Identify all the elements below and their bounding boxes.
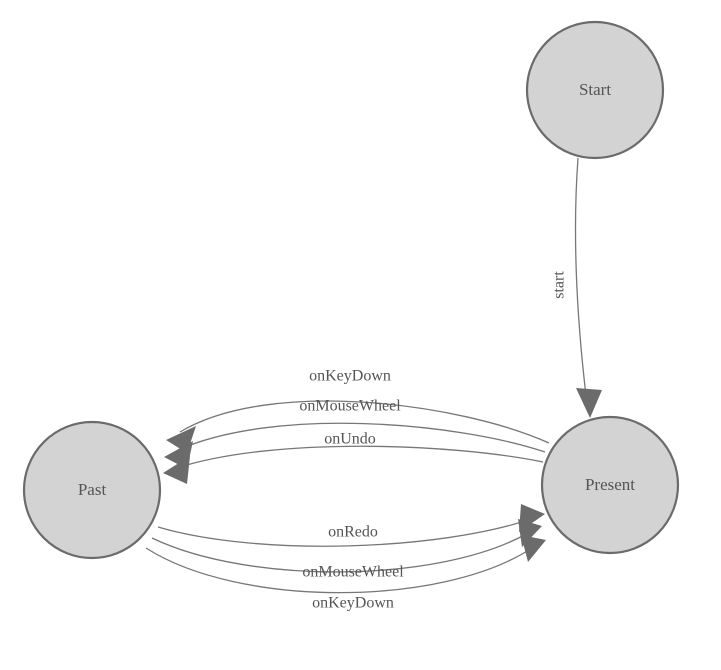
edge-past-present-onkeydown-label: onKeyDown [312,595,394,612]
node-start-label: Start [579,80,611,99]
node-present-shape[interactable] [540,415,680,555]
edge-start-present-label: start [551,271,568,299]
node-present-label: Present [585,475,635,494]
edge-present-past-onmousewheel-label: onMouseWheel [299,398,401,415]
edge-present-past-onmousewheel-line [177,422,546,453]
edge-present-past-onundo-line [176,445,544,469]
node-start-shape[interactable] [525,20,665,160]
node-past-shape[interactable] [22,420,162,560]
edge-past-present-onkeydown-arrowhead-icon [521,535,546,562]
node-past[interactable]: Past [22,420,162,560]
edge-past-present-onkeydown[interactable] [145,535,546,594]
edge-present-past-onundo-label: onUndo [324,431,376,448]
edge-start-present-arrowhead-icon [576,388,602,418]
node-present[interactable]: Present [540,415,680,555]
edge-start-present[interactable] [574,157,602,418]
edge-present-past-onkeydown-label: onKeyDown [309,368,391,385]
edge-past-present-onredo-label: onRedo [328,524,378,541]
edge-past-present-onmousewheel-label: onMouseWheel [302,564,404,581]
edge-past-present-onkeydown-line [145,547,533,594]
edge-present-past-onkeydown-line [179,400,550,444]
edges-layer [145,157,602,594]
node-start[interactable]: Start [525,20,665,160]
edge-present-past-onundo-arrowhead-icon [163,456,190,484]
edge-labels-layer: start onKeyDown onMouseWheel onUndo onRedo on… [299,271,567,612]
node-past-label: Past [78,480,107,499]
edge-present-past-onundo[interactable] [163,445,544,484]
edge-past-present-onredo-line [157,518,532,547]
edge-start-present-line [574,157,588,405]
edge-past-present-onmousewheel-line [151,532,529,573]
